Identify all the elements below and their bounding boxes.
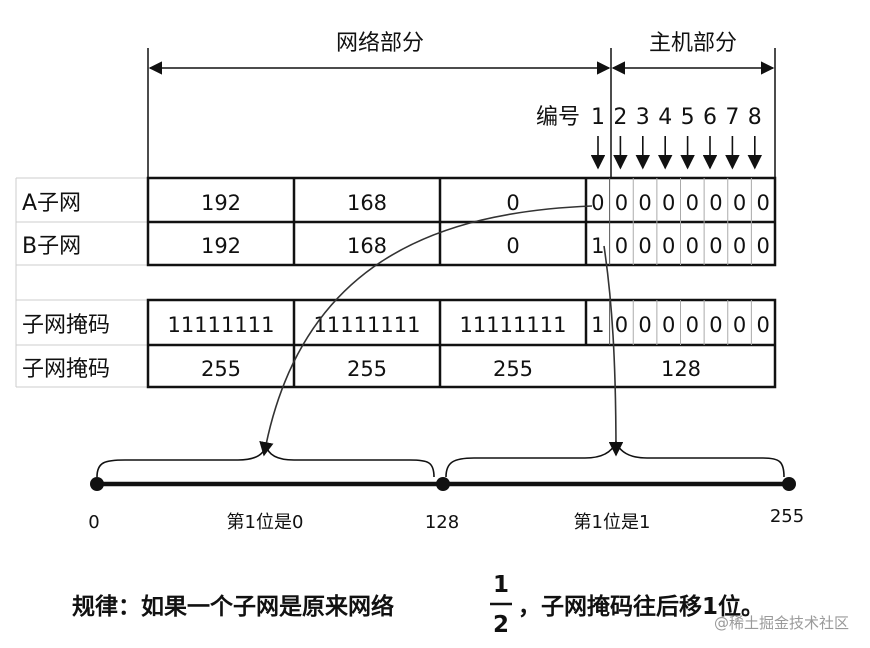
octet-cell: 255 (493, 357, 533, 381)
row-label: 子网掩码 (22, 357, 110, 382)
bit-cell: 0 (757, 191, 770, 215)
bit-cell: 0 (709, 313, 722, 337)
bit-number: 3 (636, 105, 650, 130)
bit-cell: 0 (757, 234, 770, 258)
bit-cell: 0 (733, 191, 746, 215)
rule-fraction-denominator: 2 (493, 612, 509, 638)
bit-cell: 0 (662, 313, 675, 337)
bit-number: 5 (681, 105, 695, 130)
number-line-mid-dot (436, 477, 450, 491)
last-octet-cell: 128 (661, 357, 701, 381)
octet-cell: 11111111 (460, 313, 567, 337)
host-part-label: 主机部分 (649, 31, 737, 56)
right-range-caption: 第1位是1 (574, 512, 651, 533)
octet-cell: 11111111 (168, 313, 275, 337)
bit-cell: 0 (686, 234, 699, 258)
curve-arrow-bit0 (259, 205, 593, 457)
bit-cell: 0 (638, 313, 651, 337)
number-line-end-dot (782, 477, 796, 491)
bit-cell: 0 (615, 191, 628, 215)
octet-cell: 255 (347, 357, 387, 381)
bit-cell: 0 (615, 234, 628, 258)
number-line-start-dot (90, 477, 104, 491)
octet-cell: 192 (201, 234, 241, 258)
bit-cell: 0 (615, 313, 628, 337)
octet-cell: 0 (506, 191, 519, 215)
number-line-start-label: 0 (88, 512, 99, 533)
bit-cell: 0 (709, 191, 722, 215)
bit-cell: 0 (662, 191, 675, 215)
row-label: B子网 (22, 234, 81, 259)
network-part-label: 网络部分 (336, 31, 424, 56)
bit-cell: 0 (733, 313, 746, 337)
row-label: A子网 (22, 191, 81, 216)
bit-number: 8 (748, 105, 762, 130)
bit-cell: 0 (686, 191, 699, 215)
bit-number: 4 (658, 105, 672, 130)
number-line-end-label: 255 (770, 506, 804, 527)
octet-cell: 11111111 (314, 313, 421, 337)
left-brace (96, 444, 435, 478)
left-range-caption: 第1位是0 (227, 512, 304, 533)
bit-cell: 0 (638, 191, 651, 215)
rule-suffix: ，子网掩码往后移1位。 (518, 593, 764, 620)
octet-cell: 192 (201, 191, 241, 215)
bit-cell: 0 (757, 313, 770, 337)
right-brace (445, 439, 785, 478)
watermark: @稀土掘金技术社区 (714, 614, 849, 632)
rule-prefix: 规律：如果一个子网是原来网络 (72, 593, 394, 620)
bit-cell: 0 (686, 313, 699, 337)
bit-cell: 0 (591, 191, 604, 215)
bit-cell: 0 (662, 234, 675, 258)
octet-cell: 168 (347, 234, 387, 258)
row-label: 子网掩码 (22, 313, 110, 338)
bit-number: 1 (591, 105, 605, 130)
bit-number: 7 (725, 105, 739, 130)
rule-fraction-numerator: 1 (493, 572, 509, 598)
address-table (15, 176, 777, 389)
bit-cell: 0 (733, 234, 746, 258)
octet-cell: 168 (347, 191, 387, 215)
bit-cell: 0 (709, 234, 722, 258)
bit-cell: 0 (638, 234, 651, 258)
bit-number: 2 (613, 105, 627, 130)
bit-cell: 1 (591, 234, 604, 258)
octet-cell: 0 (506, 234, 519, 258)
bit-number-label: 编号 (536, 105, 580, 130)
curve-arrow-bit1 (603, 245, 624, 457)
octet-cell: 255 (201, 357, 241, 381)
bit-number: 6 (703, 105, 717, 130)
number-line-mid-label: 128 (425, 512, 459, 533)
bit-cell: 1 (591, 313, 604, 337)
